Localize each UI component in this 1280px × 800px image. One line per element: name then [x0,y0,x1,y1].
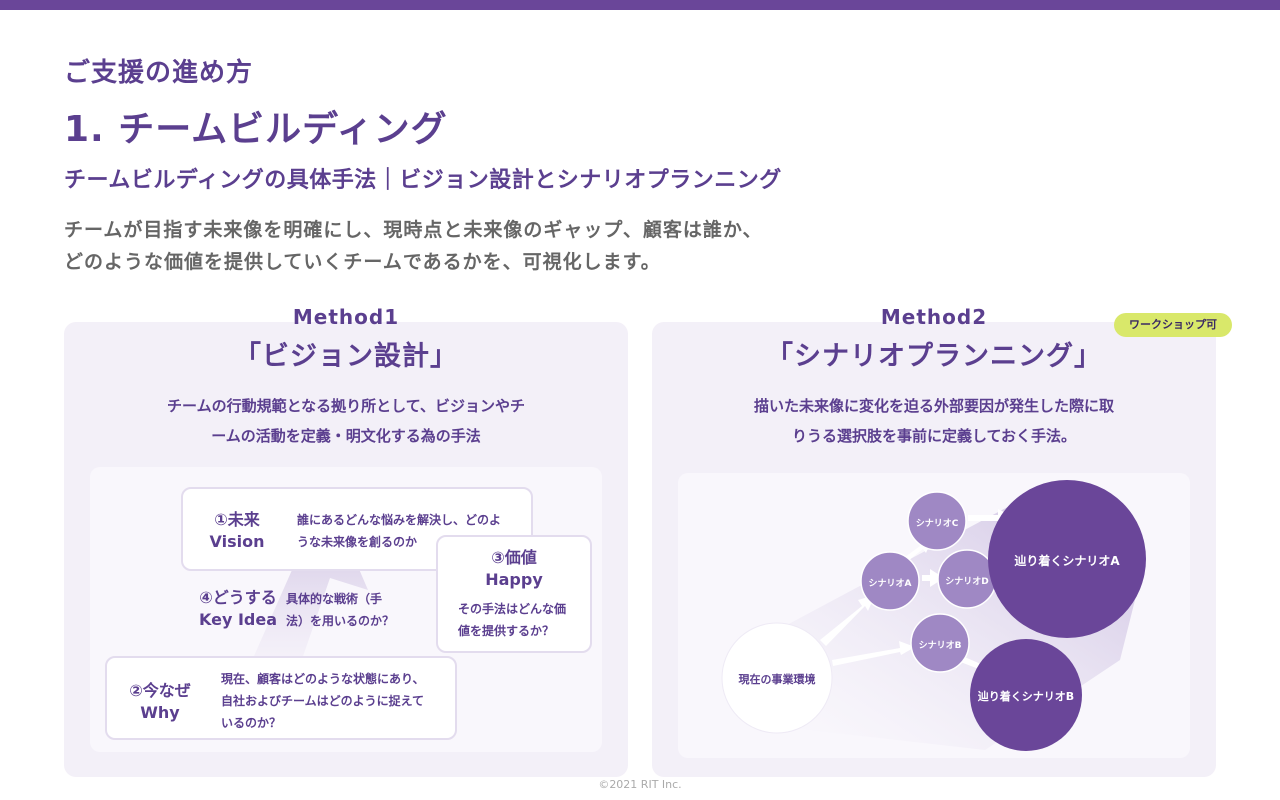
goal-a-label: 辿り着くシナリオA [1014,554,1120,568]
page-title: 1. チームビルディング [64,109,448,150]
method1-label: Method1 [292,305,400,329]
section-label: ご支援の進め方 [64,58,254,88]
copyright: ©2021 RIT Inc. [598,778,682,791]
method1-description: チームの行動規範となる拠り所として、ビジョンやチ ームの活動を定義・明文化する為… [64,391,628,451]
lead-line-1: チームが目指す未来像を明確にし、現時点と未来像のギャップ、顧客は誰か、 [64,219,763,241]
step-why-box: ②今なぜ Why 現在、顧客はどのような状態にあり、 自社およびチームはどのよう… [105,656,457,740]
step-value-text-1: その手法はどんな価 [458,602,567,616]
step-future-subtitle: Vision [209,532,265,551]
step-why-subtitle: Why [140,703,180,722]
step-why-text-1: 現在、顧客はどのような状態にあり、 [221,672,425,686]
method2-name: 「シナリオプランニング」 [766,341,1102,372]
top-accent-bar [0,0,1280,10]
method2-desc-line-1: 描いた未来像に変化を迫る外部要因が発生した際に取 [753,397,1114,415]
scenario-b-label: シナリオB [918,641,962,651]
scenario-a-label: シナリオA [868,579,912,589]
step-how-subtitle: Key Idea [198,610,278,629]
step-value-box: ③価値 Happy その手法はどんな価 値を提供するか？ [436,535,592,653]
method2-desc-line-2: りうる選択肢を事前に定義しておく手法。 [791,427,1077,445]
step-future-text-2: うな未来像を創るのか [297,535,418,549]
step-value-text-2: 値を提供するか？ [458,624,555,638]
step-how-text-1: 具体的な戦術（手 [286,592,383,606]
method1-desc-line-2: ームの活動を定義・明文化する為の手法 [211,427,481,445]
method1-name: 「ビジョン設計」 [234,341,458,372]
page-subtitle: チームビルディングの具体手法｜ビジョン設計とシナリオプランニング [64,168,782,193]
step-how-title: ④どうする [199,588,277,607]
step-why-title: ②今なぜ [129,681,191,700]
method2-description: 描いた未来像に変化を迫る外部要因が発生した際に取 りうる選択肢を事前に定義してお… [652,391,1216,451]
step-how-heading: ④どうする Key Idea [195,587,281,631]
current-environment-label: 現在の事業環境 [738,673,816,686]
method1-desc-line-1: チームの行動規範となる拠り所として、ビジョンやチ [167,397,525,415]
step-how-text: 具体的な戦術（手 法）を用いるのか？ [286,588,416,632]
lead-text: チームが目指す未来像を明確にし、現時点と未来像のギャップ、顧客は誰か、 どのよう… [64,214,762,278]
scenario-c-label: シナリオC [915,519,959,529]
step-value-subtitle: Happy [485,570,543,589]
step-why-text-2: 自社およびチームはどのように捉えて [221,694,425,708]
step-how-text-2: 法）を用いるのか？ [286,614,395,628]
workshop-badge: ワークショップ可 [1114,313,1232,337]
step-future-text-1: 誰にあるどんな悩みを解決し、どのよ [297,513,502,527]
goal-b-label: 辿り着くシナリオB [977,690,1075,703]
step-future-title: ①未来 [214,510,260,529]
method2-label: Method2 [880,305,988,329]
step-why-text-3: いるのか？ [221,716,282,730]
scenario-d-label: シナリオD [945,577,989,587]
lead-line-2: どのような価値を提供していくチームであるかを、可視化します。 [64,251,661,273]
step-value-title: ③価値 [491,548,537,567]
